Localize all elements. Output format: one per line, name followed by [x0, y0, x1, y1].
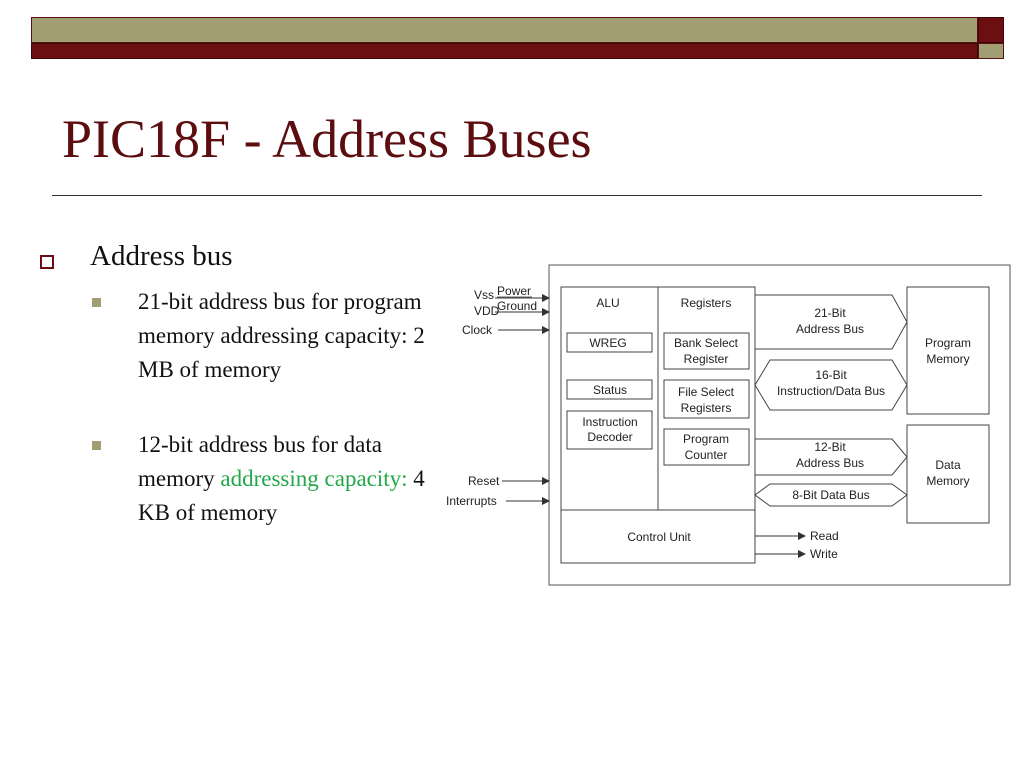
- title-divider: [52, 195, 982, 196]
- bullet-address-bus: Address bus: [90, 240, 233, 272]
- program-counter-label-1: Program: [683, 432, 729, 446]
- bus-16bit-label-2: Instruction/Data Bus: [777, 384, 885, 398]
- data-memory-block: [906, 424, 990, 524]
- vdd-label: VDD: [474, 304, 500, 318]
- instruction-decoder-label-1: Instruction: [582, 415, 637, 429]
- sub-bullet-highlight: addressing capacity:: [220, 466, 408, 491]
- header-maroon-bar: [31, 43, 978, 59]
- instruction-decoder-label-2: Decoder: [587, 430, 632, 444]
- data-memory-label-1: Data: [935, 458, 961, 472]
- bus-21bit-address-arrow: [754, 294, 908, 350]
- power-label: Power: [497, 284, 531, 298]
- wreg-label: WREG: [589, 336, 626, 350]
- read-label: Read: [810, 529, 839, 543]
- bank-select-label-1: Bank Select: [674, 336, 739, 350]
- control-unit-label: Control Unit: [627, 530, 691, 544]
- header-olive-bar: [31, 17, 978, 43]
- file-select-box: [663, 379, 750, 419]
- alu-label: ALU: [596, 296, 619, 310]
- program-memory-label-1: Program: [925, 336, 971, 350]
- sub-bullet-program-memory: 21-bit address bus for program memory ad…: [138, 289, 425, 382]
- sub-bullet-data-memory: 12-bit address bus for data memory addre…: [138, 428, 450, 530]
- program-counter-label-2: Counter: [685, 448, 728, 462]
- bus-16bit-instruction-arrow: [754, 359, 908, 411]
- registers-label: Registers: [681, 296, 732, 310]
- hollow-square-bullet-icon: [40, 255, 54, 269]
- status-box: [566, 379, 653, 400]
- status-label: Status: [593, 383, 627, 397]
- bus-21bit-label-2: Address Bus: [796, 322, 864, 336]
- pic18-architecture-diagram: ALU WREG Status Instruction Decoder Regi…: [440, 262, 1015, 592]
- bank-select-label-2: Register: [684, 352, 729, 366]
- reset-label: Reset: [468, 474, 500, 488]
- bus-21bit-label-1: 21-Bit: [814, 306, 846, 320]
- header-corner-square-top: [978, 17, 1004, 43]
- ground-label: Ground: [497, 299, 537, 313]
- program-memory-label-2: Memory: [926, 352, 969, 366]
- file-select-label-2: Registers: [681, 401, 732, 415]
- program-memory-block: [906, 286, 990, 415]
- program-counter-box: [663, 428, 750, 466]
- sub-bullet-text-end: 4 KB of memory: [138, 466, 425, 525]
- sub-bullet-text-start: 12-bit address bus for data memory: [138, 432, 382, 491]
- bank-select-box: [663, 332, 750, 370]
- vss-label: Vss: [474, 288, 494, 302]
- bus-8bit-label: 8-Bit Data Bus: [792, 488, 869, 502]
- write-label: Write: [810, 547, 838, 561]
- bus-12bit-label-1: 12-Bit: [814, 440, 846, 454]
- bus-16bit-label-1: 16-Bit: [815, 368, 847, 382]
- header-corner-square-bottom: [978, 43, 1004, 59]
- wreg-box: [566, 332, 653, 353]
- data-memory-label-2: Memory: [926, 474, 969, 488]
- filled-square-bullet-icon: [92, 298, 101, 307]
- bus-12bit-label-2: Address Bus: [796, 456, 864, 470]
- slide-title: PIC18F - Address Buses: [62, 109, 592, 169]
- clock-label: Clock: [462, 323, 493, 337]
- interrupts-label: Interrupts: [446, 494, 497, 508]
- file-select-label-1: File Select: [678, 385, 735, 399]
- bus-12bit-address-arrow: [754, 438, 908, 476]
- bus-8bit-data-arrow: [754, 483, 908, 507]
- instruction-decoder-box: [566, 410, 653, 450]
- filled-square-bullet-icon: [92, 441, 101, 450]
